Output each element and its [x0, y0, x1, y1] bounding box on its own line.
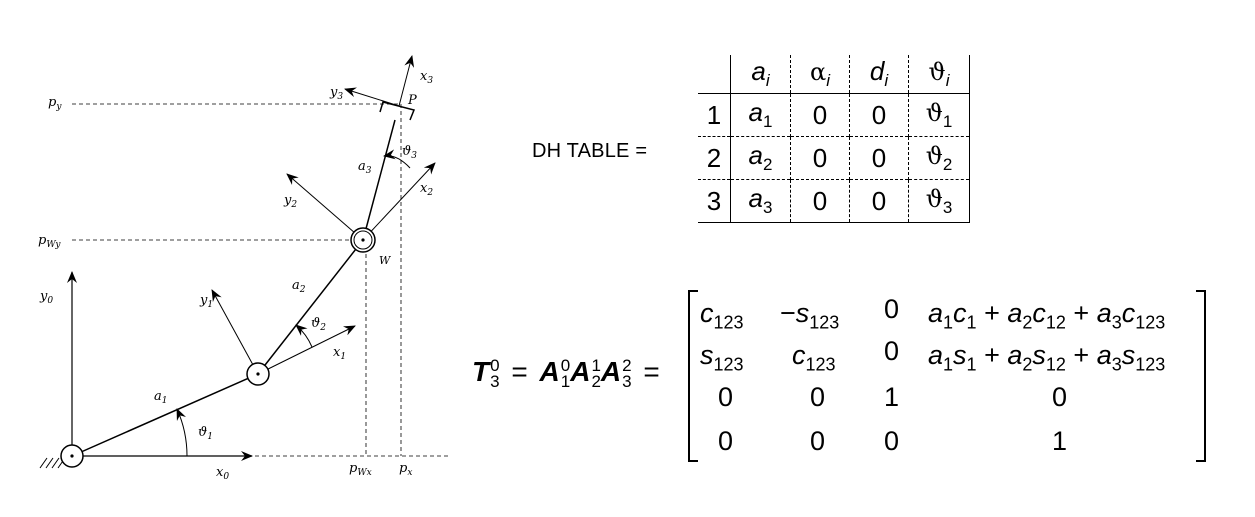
label-a3: a3 [358, 159, 372, 176]
label-theta2: ϑ2 [311, 316, 326, 333]
joint-w [350, 227, 376, 253]
dh-row-a: a2 [730, 136, 791, 180]
theta1-arc [176, 408, 188, 457]
label-y2: y2 [283, 193, 297, 210]
label-y0: y0 [39, 289, 53, 306]
matrix-cell: 0 [810, 426, 826, 456]
label-a2: a2 [292, 278, 306, 295]
dh-row-a: a3 [730, 179, 791, 223]
label-w: W [379, 254, 392, 267]
dh-row-a: a1 [730, 93, 791, 137]
dh-row-theta: ϑ1 [908, 93, 970, 137]
dh-header-blank [698, 55, 731, 94]
y3-axis [344, 87, 400, 107]
matrix-cell: −s123 [780, 298, 840, 333]
dh-row-d: 0 [849, 136, 909, 180]
joint-base [60, 444, 84, 468]
x3-axis [398, 55, 415, 107]
matrix-cell: 1 [884, 382, 900, 412]
matrix-cell: 0 [718, 426, 734, 456]
dh-row-theta: ϑ3 [908, 179, 970, 223]
label-py: py [48, 95, 62, 112]
dh-table-row: 2 a2 0 0 ϑ2 [698, 136, 970, 180]
y2-axis [286, 173, 364, 241]
label-theta1: ϑ1 [198, 425, 213, 442]
matrix-cell: 0 [810, 382, 826, 412]
dh-header-theta: ϑi [908, 55, 970, 94]
transformation-matrix: c123 −s123 0 a1c1 + a2c12 + a3c123 s123 … [688, 290, 1206, 462]
dh-row-d: 0 [849, 93, 909, 137]
matrix-cell: s123 [700, 340, 744, 375]
label-p: P [407, 93, 417, 108]
matrix-cell: 0 [884, 294, 900, 324]
dh-row-index: 3 [698, 179, 731, 223]
label-a1: a1 [154, 389, 168, 406]
matrix-cell: c123 [792, 340, 836, 375]
dh-table-label: DH TABLE = [532, 140, 648, 162]
link-3 [362, 119, 396, 241]
dashed-guides [72, 103, 450, 457]
robot-arm-diagram: x0 y0 x1 y1 x2 y2 x3 y3 a1 a2 a3 ϑ1 ϑ2 ϑ… [38, 55, 450, 482]
matrix-cell: 0 [884, 336, 900, 366]
matrix-cell: 0 [884, 426, 900, 456]
joint-1 [246, 362, 270, 386]
dh-table-row: 3 a3 0 0 ϑ3 [698, 179, 970, 223]
label-theta3: ϑ3 [402, 144, 417, 161]
label-y3: y3 [329, 85, 343, 102]
dh-table-row: 1 a1 0 0 ϑ1 [698, 93, 970, 137]
label-x3: x3 [420, 69, 433, 86]
label-x2: x2 [420, 181, 433, 198]
theta3-arc [383, 149, 411, 169]
dh-header-d: di [849, 55, 909, 94]
label-x0: x0 [216, 465, 229, 482]
link-1 [71, 373, 259, 457]
dh-row-theta: ϑ2 [908, 136, 970, 180]
dh-row-alpha: 0 [790, 179, 850, 223]
dh-row-index: 2 [698, 136, 731, 180]
label-y1: y1 [199, 293, 213, 310]
dh-row-alpha: 0 [790, 136, 850, 180]
dh-table-header-row: ai αi di ϑi [698, 55, 970, 94]
matrix-cell: c123 [700, 298, 744, 333]
matrix-cell: 1 [1052, 426, 1068, 456]
matrix-right-bracket [1196, 290, 1206, 462]
theta2-arc [295, 324, 313, 348]
label-pwy: pWy [38, 233, 61, 250]
matrix-cell: a1s1 + a2s12 + a3s123 [928, 340, 1166, 375]
matrix-cell: 0 [718, 382, 734, 412]
y1-axis [211, 289, 259, 375]
dh-table: ai αi di ϑi 1 a1 0 0 ϑ1 2 a2 0 0 ϑ2 3 a3… [698, 55, 970, 223]
dh-header-a: ai [730, 55, 791, 94]
matrix-cell: 0 [1052, 382, 1068, 412]
link-2 [257, 239, 364, 375]
matrix-cell: a1c1 + a2c12 + a3c123 [928, 298, 1166, 333]
label-pwx: pWx [349, 461, 372, 478]
dh-row-index: 1 [698, 93, 731, 137]
dh-header-alpha: αi [790, 55, 850, 94]
x2-axis [362, 162, 436, 241]
x1-axis [257, 325, 356, 375]
dh-row-d: 0 [849, 179, 909, 223]
label-px: px [399, 461, 412, 478]
matrix-left-bracket [688, 290, 698, 462]
label-x1: x1 [333, 345, 346, 362]
dh-row-alpha: 0 [790, 93, 850, 137]
